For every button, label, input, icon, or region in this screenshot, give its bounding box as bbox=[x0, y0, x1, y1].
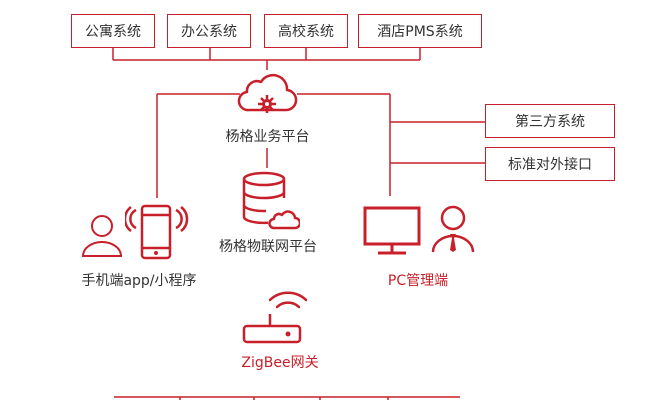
router-icon bbox=[242, 314, 302, 344]
pc-label: PC管理端 bbox=[387, 273, 449, 289]
system-box-hotel-pms: 酒店PMS系统 bbox=[358, 14, 482, 48]
mobile-label: 手机端app/小程序 bbox=[81, 273, 197, 289]
smartphone-icon bbox=[125, 204, 189, 260]
platform-label: 杨格业务平台 bbox=[225, 129, 310, 145]
user-icon bbox=[81, 215, 123, 257]
database-cloud-icon bbox=[242, 171, 300, 230]
gateway-label: ZigBee网关 bbox=[241, 355, 319, 371]
wifi-icon bbox=[268, 291, 308, 309]
system-box-university: 高校系统 bbox=[264, 14, 348, 48]
cloud-gear-icon bbox=[237, 73, 298, 113]
system-box-third-party: 第三方系统 bbox=[485, 104, 615, 138]
admin-user-icon bbox=[431, 205, 475, 253]
iot-platform-label: 杨格物联网平台 bbox=[219, 239, 317, 255]
monitor-icon bbox=[363, 206, 421, 255]
system-box-office: 办公系统 bbox=[167, 14, 251, 48]
system-box-apartment: 公寓系统 bbox=[71, 14, 155, 48]
system-box-external-api: 标准对外接口 bbox=[485, 147, 615, 181]
